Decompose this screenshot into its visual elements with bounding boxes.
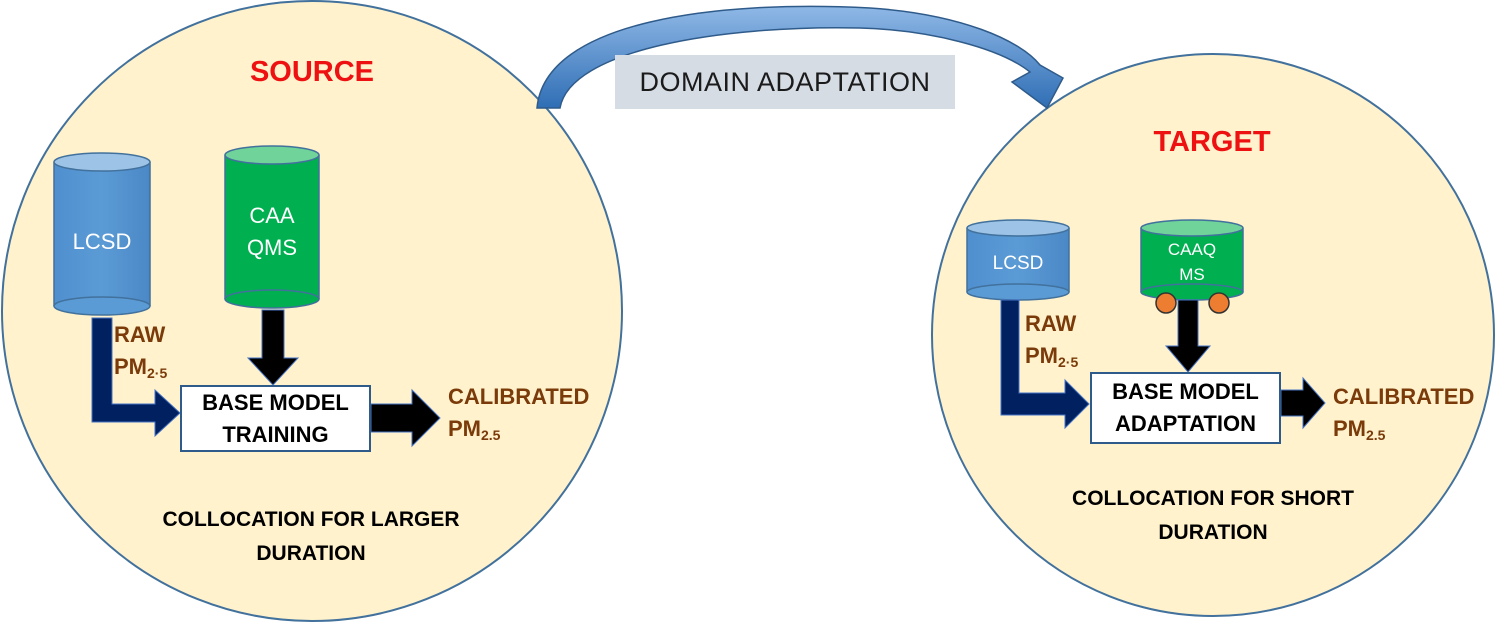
target-lcsd-cylinder (966, 219, 1070, 301)
source-raw-pm-text: PM (114, 353, 147, 379)
base-model-adaptation-box: BASE MODEL ADAPTATION (1090, 372, 1281, 444)
target-calibrated-label: CALIBRATED PM2.5 (1333, 381, 1474, 445)
target-model-line2: ADAPTATION (1115, 411, 1256, 436)
source-caption: COLLOCATION FOR LARGER DURATION (111, 503, 511, 570)
target-lcsd-label: LCSD (992, 253, 1044, 274)
target-raw-label: RAW PM2·5 (1025, 308, 1078, 372)
source-calibrated-pm-sub: 2.5 (481, 426, 501, 443)
source-circle (1, 0, 623, 622)
source-caaqms-cylinder (224, 145, 320, 309)
source-raw-label: RAW PM2·5 (114, 319, 167, 383)
target-calibrated-pm: PM2.5 (1333, 413, 1474, 445)
source-caption-line2: DURATION (256, 541, 366, 565)
target-calibrated-text: CALIBRATED (1333, 384, 1475, 409)
source-calibrated-pm-text: PM (448, 415, 481, 441)
target-calibrated-pm-sub: 2.5 (1366, 426, 1386, 443)
source-lcsd-cylinder (53, 152, 151, 316)
target-calibrated-pm-text: PM (1333, 415, 1366, 441)
source-model-line1: BASE MODEL (202, 389, 349, 415)
source-caaqms-label: CAA QMS (225, 200, 319, 264)
source-raw-text: RAW (114, 322, 166, 347)
source-caption-line1: COLLOCATION FOR LARGER (162, 508, 460, 531)
target-title: TARGET (1153, 126, 1271, 158)
source-caaqms-line1: CAA (249, 203, 295, 228)
target-caaqms-line1: CAAQ (1167, 240, 1217, 259)
domain-adaptation-curved-arrow (536, 5, 1065, 110)
base-model-training-box: BASE MODEL TRAINING (180, 385, 371, 452)
target-caaqms-cylinder (1140, 219, 1244, 301)
target-circle (931, 53, 1495, 617)
domain-adaptation-label: DOMAIN ADAPTATION (615, 55, 955, 109)
target-wheel-right (1208, 292, 1230, 314)
target-caaqms-line2: MS (1179, 264, 1205, 284)
target-caption-line1: COLLOCATION FOR SHORT (1072, 487, 1354, 510)
target-raw-pm: PM2·5 (1025, 340, 1078, 372)
target-raw-pm-sub: 2·5 (1058, 353, 1079, 370)
target-reference-arrow (1164, 299, 1212, 373)
source-calibrated-pm: PM2.5 (448, 413, 589, 445)
source-raw-arrow (91, 317, 181, 438)
source-model-line2: TRAINING (222, 421, 329, 447)
target-raw-arrow (1000, 299, 1090, 430)
target-raw-text: RAW (1025, 311, 1077, 336)
source-caaqms-line2: QMS (246, 234, 298, 260)
source-calibrated-text: CALIBRATED (448, 384, 590, 409)
source-calibrated-arrow (370, 388, 441, 448)
target-caaqms-label: CAAQ MS (1141, 238, 1243, 287)
source-raw-pm-sub: 2·5 (147, 364, 168, 381)
source-calibrated-label: CALIBRATED PM2.5 (448, 381, 589, 445)
target-calibrated-arrow (1280, 376, 1326, 430)
target-model-line1: BASE MODEL (1112, 379, 1259, 405)
source-reference-arrow (246, 309, 300, 386)
target-caption: COLLOCATION FOR SHORT DURATION (1013, 482, 1413, 549)
source-lcsd-label: LCSD (72, 229, 132, 254)
source-title: SOURCE (249, 56, 375, 88)
target-raw-pm-text: PM (1025, 342, 1058, 368)
target-wheel-left (1155, 292, 1177, 314)
source-raw-pm: PM2·5 (114, 351, 167, 383)
target-caption-line2: DURATION (1158, 520, 1268, 544)
